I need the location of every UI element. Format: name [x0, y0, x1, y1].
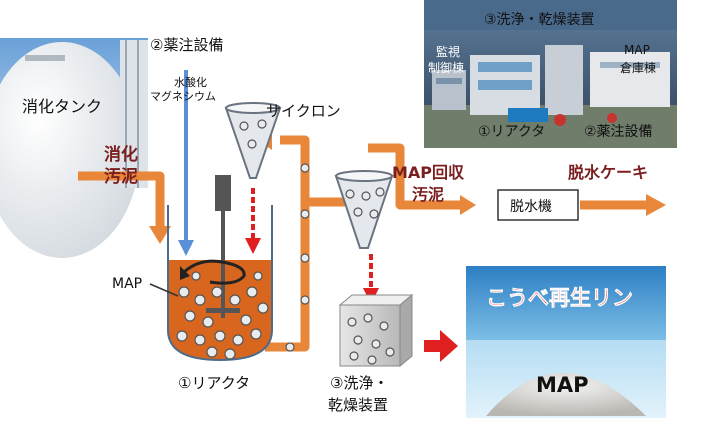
- digested-sludge-label-1: 消化: [104, 144, 138, 165]
- separator-funnel: [334, 170, 394, 249]
- text-labels: 消化タンク 消化 汚泥 ②薬注設備 水酸化 マグネシウム サイクロン MAP回収…: [22, 12, 656, 414]
- mg-hydroxide-label-2: マグネシウム: [150, 89, 216, 103]
- digestion-tank-label: 消化タンク: [22, 97, 102, 116]
- map-sludge-label-1: MAP回収: [392, 163, 465, 182]
- map-particles: [176, 119, 395, 365]
- digested-sludge-label-2: 汚泥: [104, 166, 138, 187]
- map-pointer-label: MAP: [112, 276, 142, 292]
- map-sludge-label-2: 汚泥: [412, 185, 444, 204]
- dewatered-cake-label: 脱水ケーキ: [568, 163, 648, 182]
- digestion-tank-photo: [0, 38, 148, 258]
- mg-hydroxide-label-1: 水酸化: [174, 75, 207, 89]
- reactor-label: ①リアクタ: [178, 374, 250, 392]
- photo-warehouse-label-2: 倉庫棟: [620, 60, 656, 75]
- map-pointer-line: [149, 283, 179, 297]
- dewatering-machine-box: [497, 189, 579, 221]
- washer-label-2: 乾燥装置: [328, 396, 388, 414]
- photo-reactor-label: ①リアクタ: [478, 124, 545, 140]
- product-arrow: [424, 330, 458, 362]
- mg-hydroxide-feed: [178, 70, 194, 256]
- washer-label-1: ③洗浄・: [330, 374, 388, 392]
- reactor-vessel: [167, 175, 273, 362]
- photo-washer-label: ③洗浄・乾燥装置: [484, 12, 595, 28]
- product-map-label: MAP: [536, 373, 589, 397]
- chemical-equipment-label: ②薬注設備: [150, 36, 223, 54]
- photo-chemical-label: ②薬注設備: [584, 124, 653, 140]
- photo-monitor-label-1: 監視: [436, 44, 460, 59]
- dewatering-machine-label: 脱水機: [510, 199, 552, 215]
- photo-monitor-label-2: 制御棟: [428, 60, 464, 75]
- product-image: [466, 266, 666, 418]
- facility-photo: [424, 0, 677, 148]
- product-title: こうべ再生リン: [486, 286, 633, 310]
- sludge-flow-lines: [78, 135, 648, 352]
- photo-warehouse-label-1: MAP: [624, 43, 650, 57]
- cyclone-label: サイクロン: [266, 102, 341, 120]
